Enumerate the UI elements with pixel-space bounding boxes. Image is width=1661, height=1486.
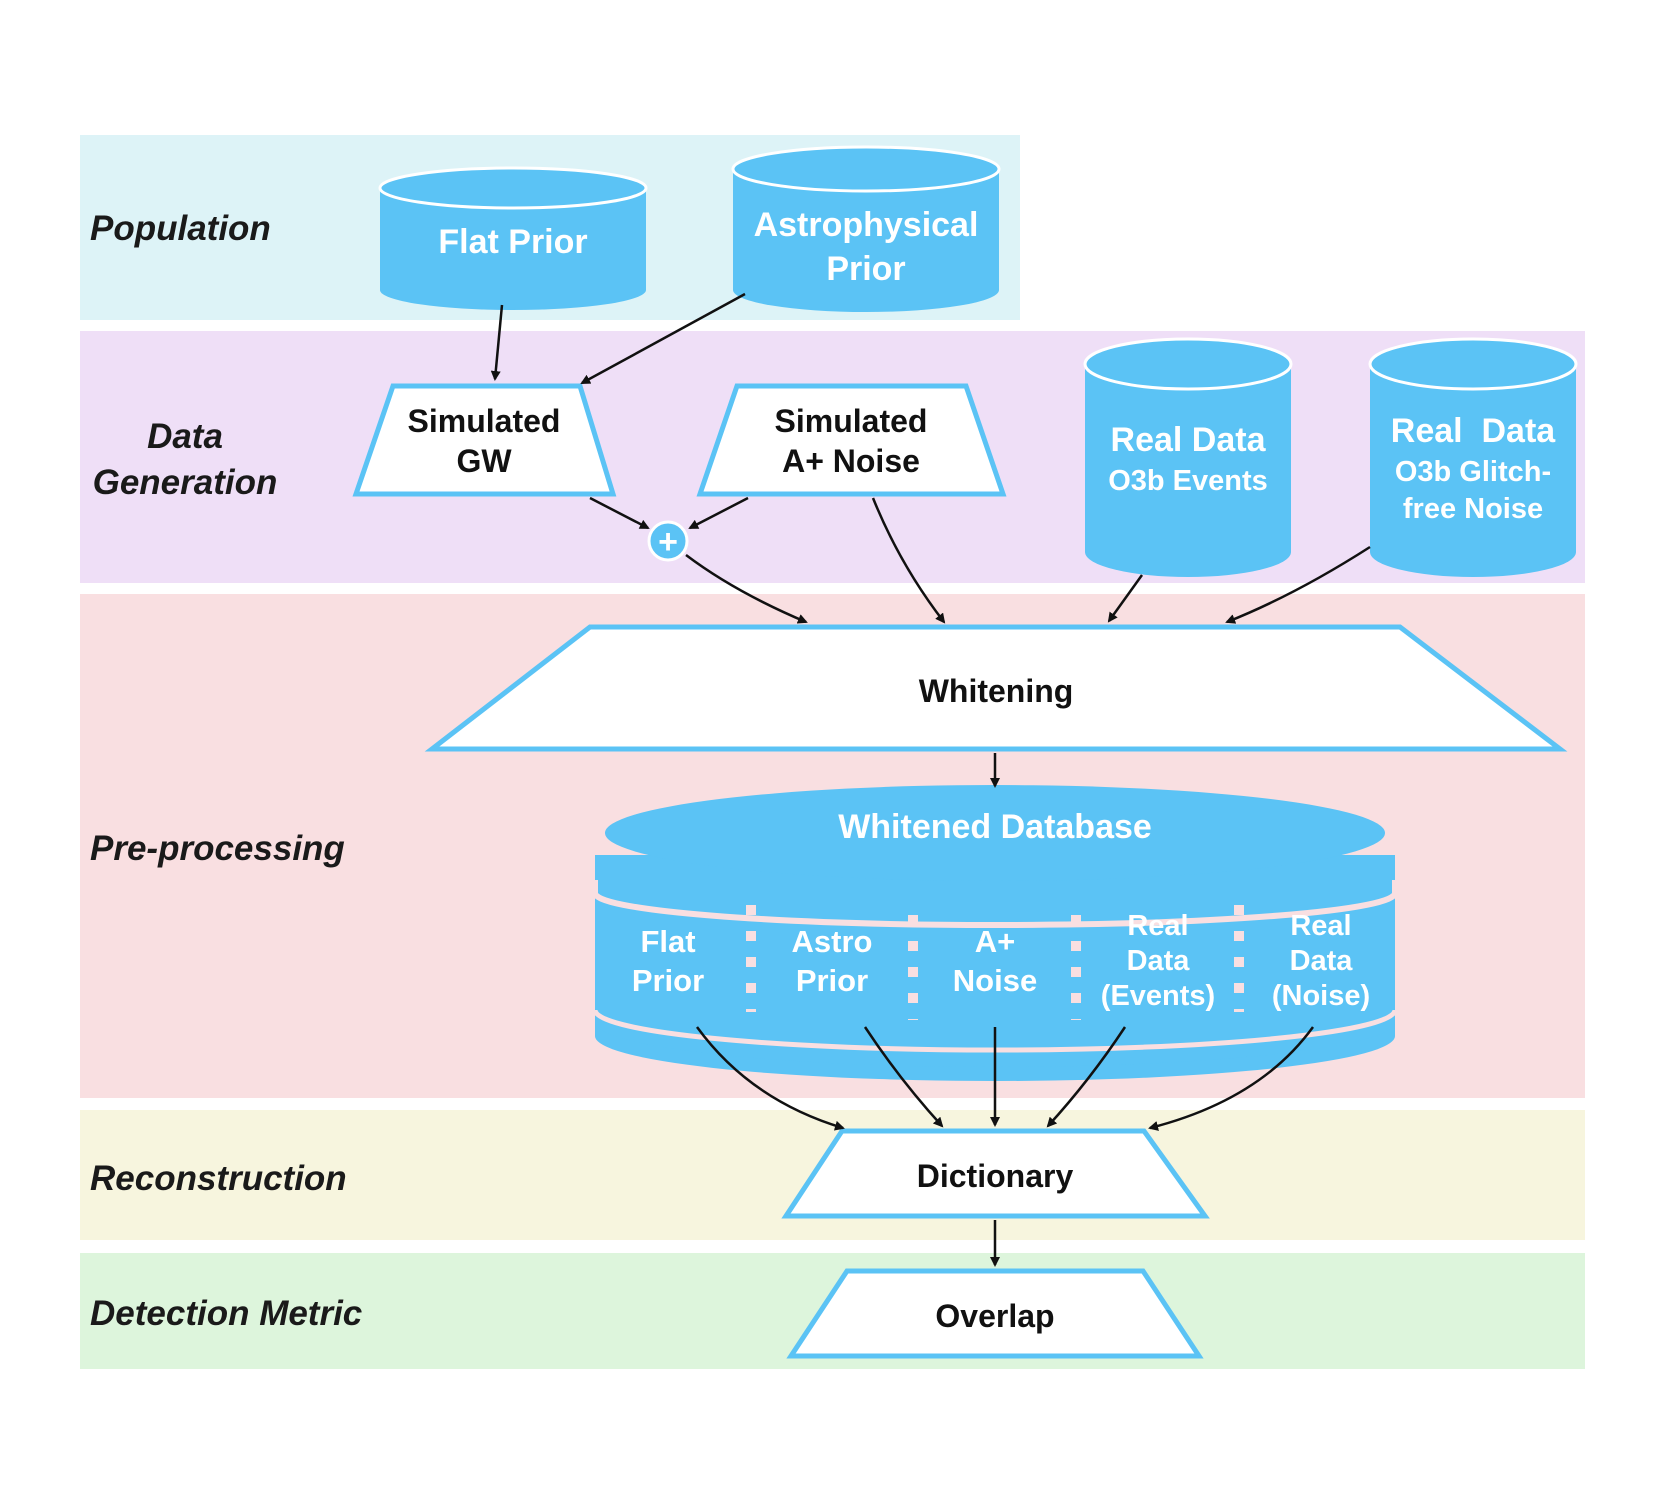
segment-astro-prior-1: Astro	[792, 924, 873, 959]
arrow-events-to-whitening	[1107, 574, 1144, 623]
real-noise-cylinder: Real Data O3b Glitch- free Noise	[1368, 337, 1578, 577]
simulated-gw-node: Simulated GW	[352, 383, 617, 497]
real-events-label-1: Real Data	[1111, 421, 1267, 459]
whitened-database-title: Whitened Database	[838, 808, 1152, 846]
flat-prior-label: Flat Prior	[438, 223, 587, 261]
band-label-detection-metric: Detection Metric	[90, 1294, 362, 1333]
arrow-flat-seg-to-dictionary	[695, 1026, 845, 1131]
segment-flat-prior-1: Flat	[640, 924, 695, 959]
segment-aplus-noise-1: A+	[975, 924, 1016, 959]
overlap-label: Overlap	[935, 1298, 1054, 1334]
arrow-events-seg-to-dictionary	[1046, 1026, 1127, 1128]
arrow-noise-to-plus	[688, 496, 749, 530]
plus-symbol: +	[658, 523, 678, 561]
segment-real-noise-3: (Noise)	[1272, 980, 1370, 1012]
real-events-label-2: O3b Events	[1108, 465, 1268, 497]
simulated-noise-label-2: A+ Noise	[782, 443, 920, 479]
arrows	[490, 292, 1371, 1267]
dictionary-node: Dictionary	[781, 1128, 1210, 1219]
plus-junction: +	[647, 520, 689, 562]
dictionary-label: Dictionary	[917, 1158, 1074, 1194]
whitening-node: Whitening	[424, 624, 1568, 752]
real-noise-label-3: free Noise	[1403, 493, 1543, 525]
arrow-noise-seg-to-dictionary	[1148, 1026, 1315, 1131]
overlap-node: Overlap	[786, 1268, 1204, 1359]
astrophysical-prior-label-1: Astrophysical	[754, 206, 979, 244]
real-events-cylinder: Real Data O3b Events	[1083, 337, 1293, 577]
band-label-reconstruction: Reconstruction	[90, 1159, 347, 1198]
whitening-label: Whitening	[919, 673, 1074, 709]
arrow-realnoise-to-whitening	[1225, 545, 1371, 624]
band-label-generation: Generation	[93, 463, 278, 502]
astrophysical-prior-label-2: Prior	[826, 250, 905, 288]
segment-real-noise-1: Real	[1290, 910, 1351, 942]
segment-real-events-3: (Events)	[1101, 980, 1215, 1012]
simulated-gw-label-2: GW	[456, 443, 512, 479]
arrow-astro-seg-to-dictionary	[863, 1026, 944, 1128]
band-label-population: Population	[90, 209, 271, 248]
astrophysical-prior-cylinder: Astrophysical Prior	[731, 145, 1001, 312]
band-label-preprocessing: Pre-processing	[90, 829, 345, 868]
segment-astro-prior-2: Prior	[796, 963, 868, 998]
segment-real-events-1: Real	[1127, 910, 1188, 942]
arrow-plus-to-whitening	[685, 554, 808, 624]
arrow-gw-to-plus	[589, 496, 650, 530]
segment-aplus-noise-2: Noise	[953, 963, 1037, 998]
flat-prior-cylinder: Flat Prior	[378, 166, 648, 310]
arrow-flat-to-gw	[490, 304, 504, 381]
simulated-gw-label-1: Simulated	[408, 403, 561, 439]
real-noise-label-1: Real Data	[1391, 412, 1556, 450]
segment-flat-prior-2: Prior	[632, 963, 704, 998]
real-noise-label-2: O3b Glitch-	[1395, 456, 1551, 488]
simulated-noise-node: Simulated A+ Noise	[696, 383, 1007, 497]
arrow-astro-to-gw	[580, 292, 746, 385]
arrow-noise-to-whitening	[871, 497, 946, 624]
segment-real-noise-2: Data	[1290, 945, 1354, 977]
simulated-noise-label-1: Simulated	[775, 403, 928, 439]
band-label-data: Data	[147, 417, 223, 456]
segment-real-events-2: Data	[1127, 945, 1191, 977]
